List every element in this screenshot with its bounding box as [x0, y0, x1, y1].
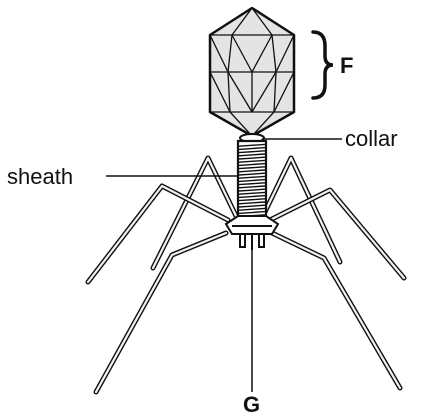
- base-marker-label: G: [243, 392, 260, 417]
- phage-baseplate: [226, 216, 278, 250]
- head-brace: [313, 32, 333, 98]
- leader-lines: [106, 139, 342, 392]
- collar-label: collar: [345, 126, 398, 151]
- phage-sheath: [238, 141, 266, 219]
- sheath-label: sheath: [7, 164, 73, 189]
- tail-fiber-upper-left: [153, 158, 237, 268]
- tail-fiber-mid-right: [270, 190, 404, 278]
- tail-fiber-mid-left: [88, 186, 228, 282]
- head-marker-label: F: [340, 53, 353, 78]
- phage-head: [210, 8, 294, 136]
